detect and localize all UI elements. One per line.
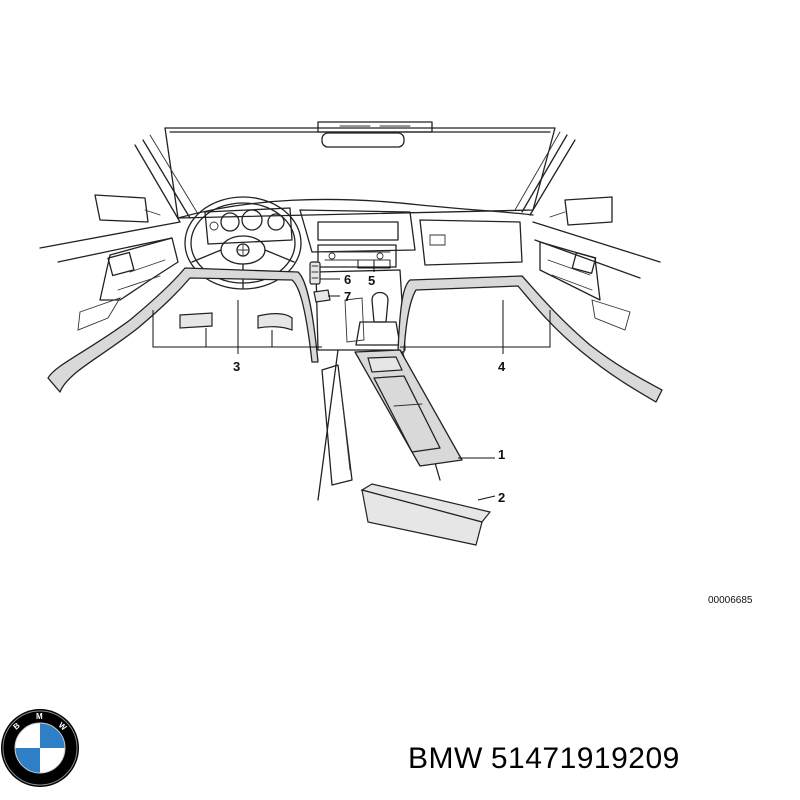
leader-lines [152,260,551,501]
part-6-switch-cover [309,261,321,285]
callout-6: 6 [344,272,351,287]
rearview-mirror [321,132,405,148]
trim-strip-left [47,267,319,393]
leader-5 [357,260,391,272]
caption-brand: BMW [408,742,483,775]
instrument-cluster [204,207,293,245]
leader-2 [477,495,496,501]
right-door-panel [532,221,661,331]
callout-1: 1 [498,447,505,462]
caption-part-number: 51471919209 [490,742,680,775]
part-1-console-trim [354,349,463,467]
logo-letter-b: B [12,721,22,732]
logo-letter-m: M [36,712,43,721]
right-side-mirror [549,196,613,226]
left-door-panel [39,221,181,331]
part-7-cover [313,289,331,303]
right-a-pillar [514,131,576,216]
callout-5: 5 [368,273,375,288]
leader-3 [152,300,322,354]
windshield [164,121,556,219]
leader-4 [400,300,551,354]
part-2-cover-panel [360,483,492,546]
diagram-reference-code: 00006685 [708,595,753,606]
dashboard [177,198,534,266]
trim-insert-left-a [179,312,213,329]
callout-3: 3 [233,359,240,374]
trim-strip-right [397,275,663,403]
callout-2: 2 [498,490,505,505]
logo-letter-w: W [57,721,69,733]
callout-4: 4 [498,359,506,374]
left-side-mirror [94,194,161,223]
left-a-pillar [134,134,199,223]
trim-insert-left-b [257,313,293,331]
bmw-logo: B M W [1,709,79,787]
callout-7: 7 [344,289,351,304]
